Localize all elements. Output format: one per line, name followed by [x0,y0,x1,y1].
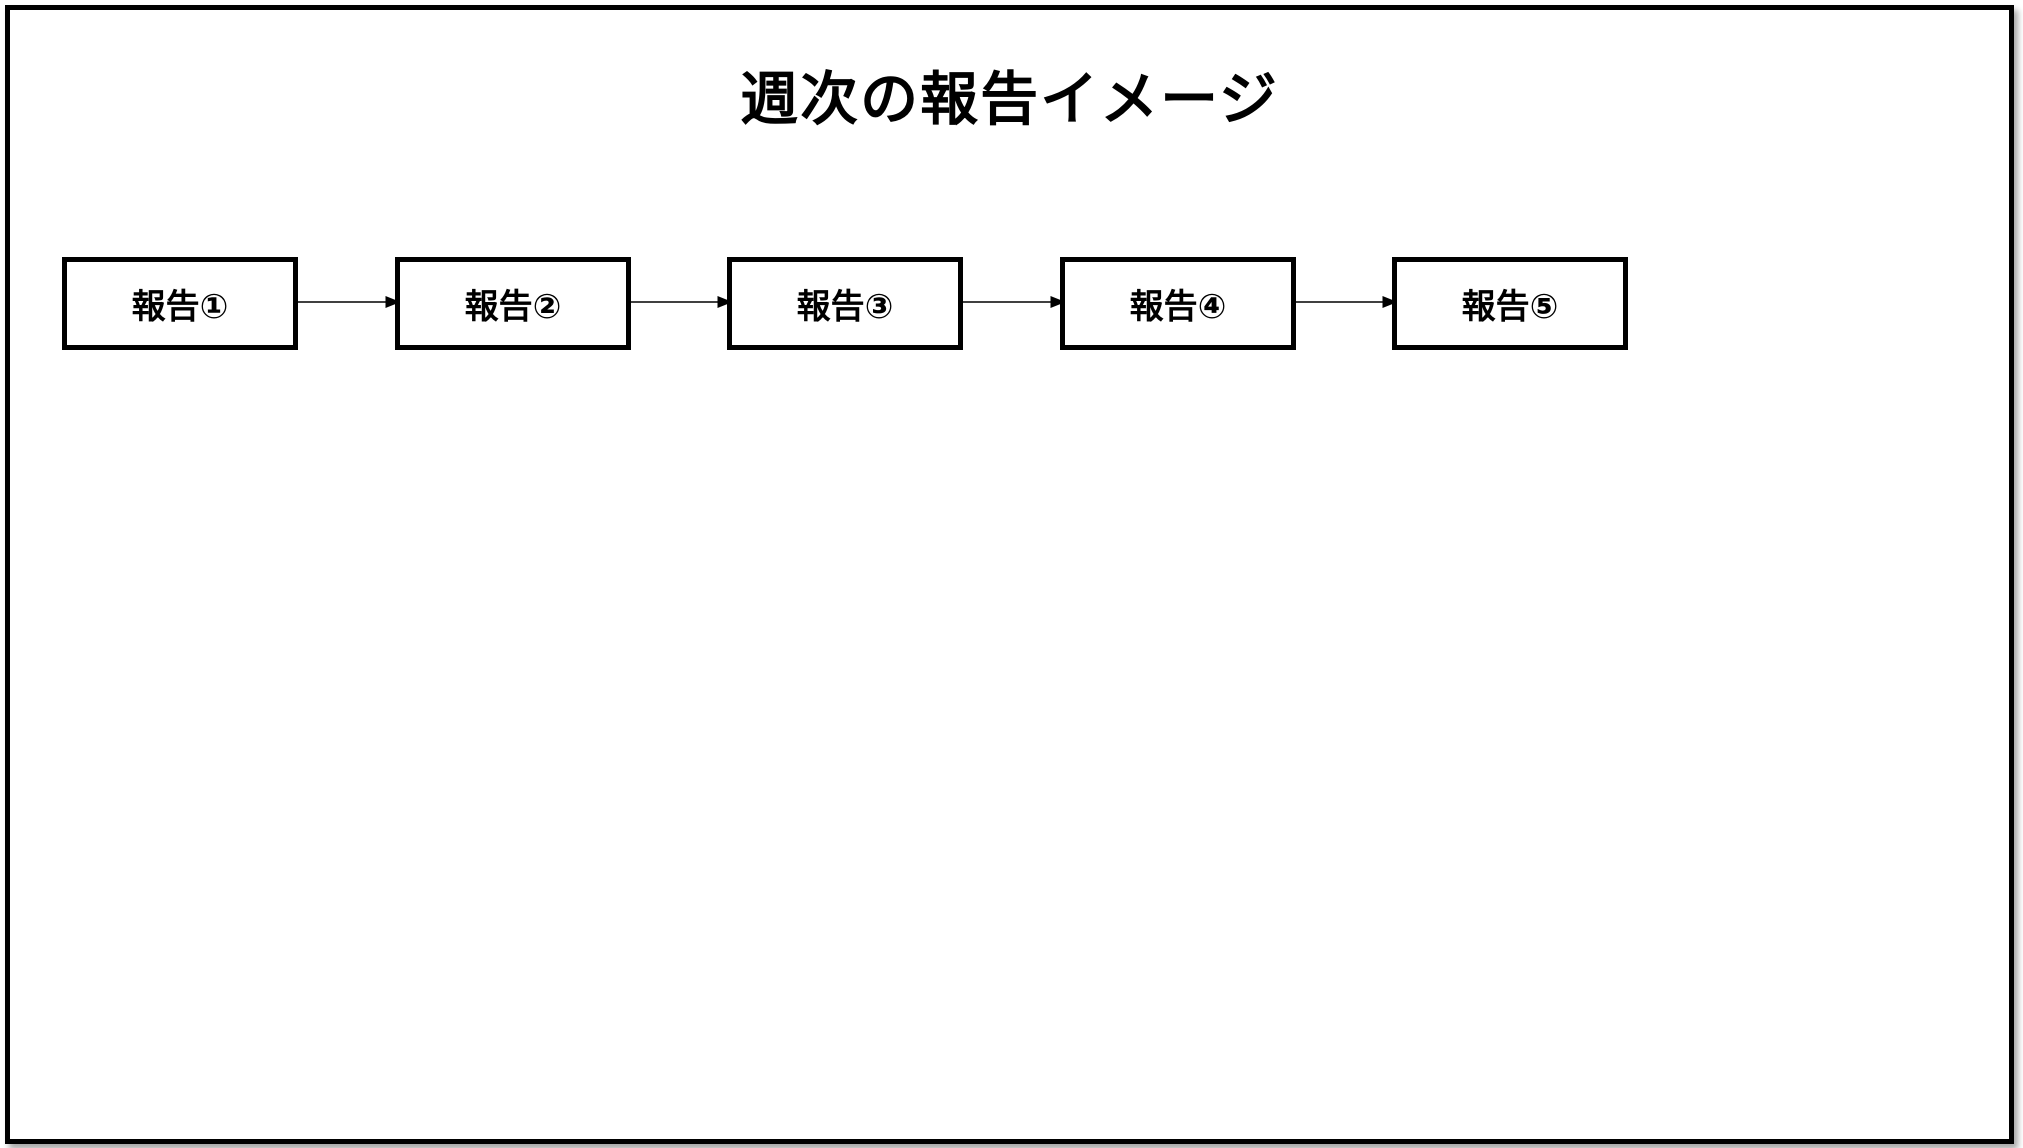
node-report-1: 報告① [62,257,298,350]
node-report-3: 報告③ [727,257,963,350]
flow-connectors [293,296,1398,308]
node-report-5: 報告⑤ [1392,257,1628,350]
node-report-4: 報告④ [1060,257,1296,350]
slide-frame: 週次の報告イメージ 報告① 報告② 報告③ 報告④ 報告⑤ [5,5,2014,1144]
diagram-title: 週次の報告イメージ [740,65,1279,133]
node-report-2: 報告② [395,257,631,350]
